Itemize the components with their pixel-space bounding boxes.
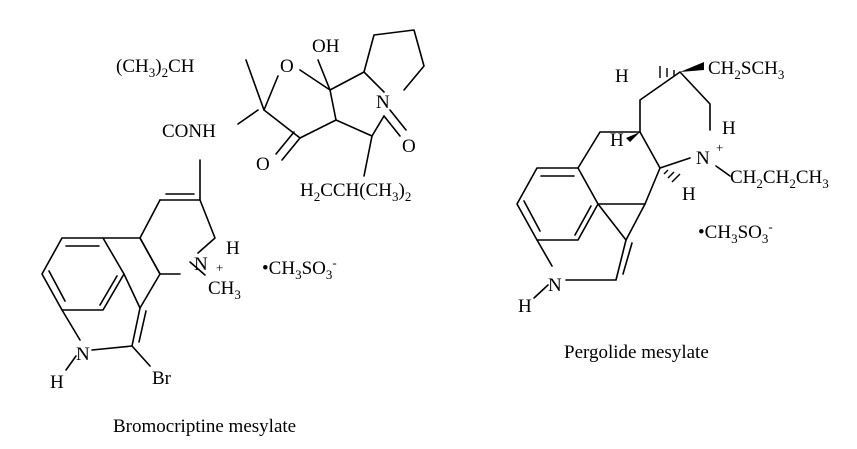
brom-conh-label: CONH	[162, 121, 216, 142]
brom-ring-d-left	[139, 237, 161, 275]
brom-pyrrolidine-ring	[363, 29, 425, 91]
perg-propyl-bond	[715, 165, 731, 177]
brom-br-bond	[131, 345, 151, 367]
perg-hash-bond-top	[659, 66, 675, 78]
brom-pyrrolidine-n-label: N	[376, 92, 390, 113]
brom-oh-bond	[317, 59, 331, 91]
brom-lactone-ring	[263, 69, 337, 139]
brom-mesylate-label: •CH3SO3-	[262, 255, 337, 282]
perg-wedge-bond	[680, 62, 704, 72]
perg-ring-c	[577, 131, 661, 241]
bromocriptine-labels: (CH3)2CH O OH N CONH O O H2CCH(CH3)2 N H…	[50, 36, 416, 437]
brom-indole-nh-bond	[65, 355, 77, 371]
perg-ring-d-n-link	[659, 157, 691, 169]
bromocriptine-caption: Bromocriptine mesylate	[113, 416, 296, 437]
brom-n-methyl-bond	[189, 261, 206, 276]
perg-ring-d	[639, 71, 711, 133]
pergolide-labels: H CH2SCH3 H N H + CH2CH2CH3 H •CH3SO3- N…	[518, 58, 829, 363]
pergolide-structure	[516, 62, 731, 299]
perg-ammonium-plus-label: +	[716, 140, 723, 155]
brom-ring-d	[159, 199, 216, 275]
perg-propyl-label: CH2CH2CH3	[730, 167, 829, 191]
brom-ammonium-h-label: H	[226, 238, 240, 259]
brom-indole-n-label: N	[76, 344, 90, 365]
brom-isopropyl-bond	[245, 59, 265, 111]
perg-wedge-h-top	[626, 132, 640, 142]
perg-h-ring-top-label: H	[610, 130, 624, 151]
brom-benzene-ring	[41, 237, 125, 311]
perg-indole-n-label: N	[548, 275, 562, 296]
brom-keto-o-right-label: O	[402, 136, 416, 157]
brom-ring-c	[102, 237, 161, 309]
perg-ammonium-n-label: N	[696, 148, 710, 169]
perg-indole-nh-bond	[533, 284, 549, 299]
perg-ch2sch3-label: CH2SCH3	[708, 58, 784, 82]
perg-h-top-label: H	[615, 66, 629, 87]
brom-benzene-inner-bonds	[48, 245, 118, 306]
perg-mesylate-label: •CH3SO3-	[698, 219, 773, 246]
brom-indole-h-label: H	[50, 372, 64, 393]
brom-ring-o-label: O	[280, 56, 294, 77]
brom-isopropyl-label: (CH3)2CH	[116, 56, 195, 80]
bromocriptine-structure	[41, 29, 425, 371]
brom-isobutyl-bond	[363, 135, 373, 177]
perg-benzene-ring	[516, 167, 599, 241]
brom-pyrrole-ring	[61, 273, 141, 351]
brom-ammonium-n-label: N	[194, 254, 208, 275]
brom-pyrrole-double	[138, 310, 147, 343]
brom-oh-label: OH	[312, 36, 340, 57]
perg-benzene-inner-bonds	[523, 175, 592, 236]
perg-pyrrole-double	[622, 242, 633, 275]
brom-amide-nh-bond	[237, 109, 259, 125]
brom-isobutyl-label: H2CCH(CH3)2	[300, 180, 411, 204]
pergolide-caption: Pergolide mesylate	[564, 342, 709, 363]
perg-hash-bond-bottom	[663, 169, 681, 183]
brom-ammonium-plus-label: +	[216, 260, 223, 275]
perg-h-ring-bottom-label: H	[682, 184, 696, 205]
brom-n-methyl-label: CH3	[208, 278, 241, 302]
brom-keto-right-bond	[383, 109, 407, 137]
brom-keto-o-left-label: O	[256, 154, 270, 175]
perg-ammonium-h-label: H	[722, 118, 736, 139]
brom-ring-c-top	[139, 199, 161, 239]
brom-keto-left-bond	[275, 131, 301, 161]
perg-pyrrole-ring	[536, 203, 627, 281]
brom-br-label: Br	[152, 368, 172, 389]
perg-indole-h-label: H	[518, 296, 532, 317]
